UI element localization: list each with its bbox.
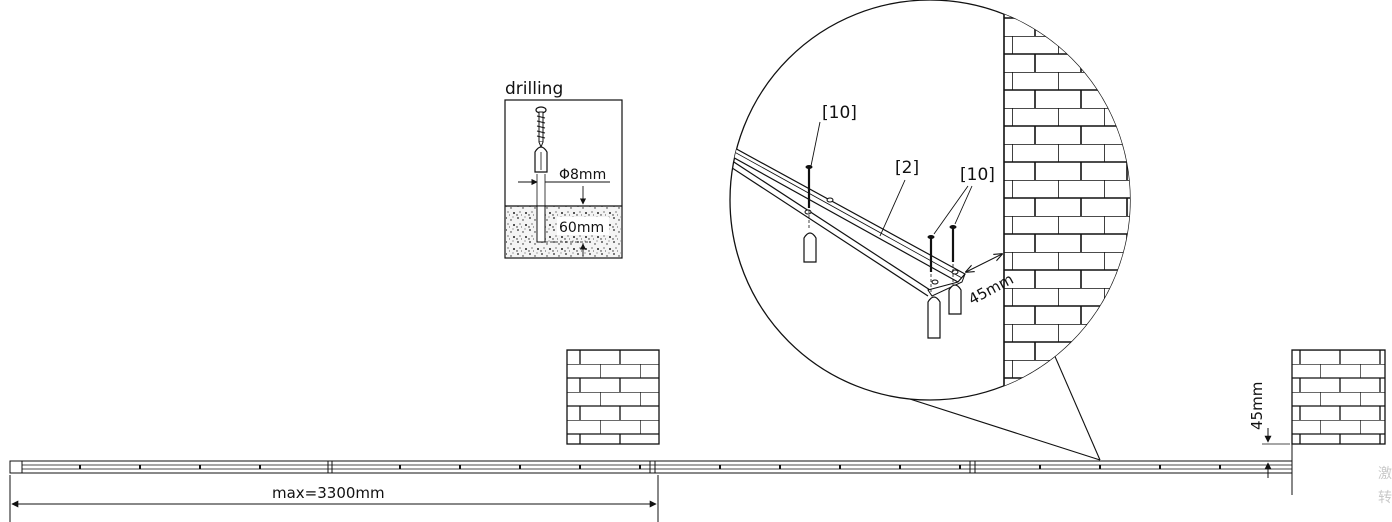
screw-label-right: [10] xyxy=(960,165,995,185)
max-length-label: max=3300mm xyxy=(272,484,385,502)
rail-label: [2] xyxy=(895,158,919,178)
drill-hole xyxy=(536,205,546,243)
hole-diameter-label: Φ8mm xyxy=(559,167,606,183)
detail-anchor-icon xyxy=(803,232,962,339)
drilling-title: drilling xyxy=(505,79,563,99)
watermark-line2: 转 xyxy=(1378,490,1392,506)
wall-distance-label: 45mm xyxy=(1248,382,1266,430)
track-rail xyxy=(9,460,1293,474)
detail-magnifier: 45mm [10] [2] [10] xyxy=(729,0,1131,401)
max-length-dimension: max=3300mm xyxy=(9,475,659,522)
screw-label-left: [10] xyxy=(822,103,857,123)
screw-icon xyxy=(535,106,547,149)
drilling-inset: drilling Φ8mm 60mm xyxy=(504,79,623,259)
wall-anchor-icon xyxy=(534,146,548,173)
detail-brick-wall xyxy=(1004,0,1130,400)
brick-wall-middle xyxy=(566,349,660,445)
brick-wall-right xyxy=(1291,349,1386,445)
wall-distance-dimension: 45mm xyxy=(1248,382,1293,495)
detail-screw-icon xyxy=(805,165,957,272)
hole-depth-label: 60mm xyxy=(559,220,604,236)
watermark-line1: 激 xyxy=(1378,465,1392,482)
